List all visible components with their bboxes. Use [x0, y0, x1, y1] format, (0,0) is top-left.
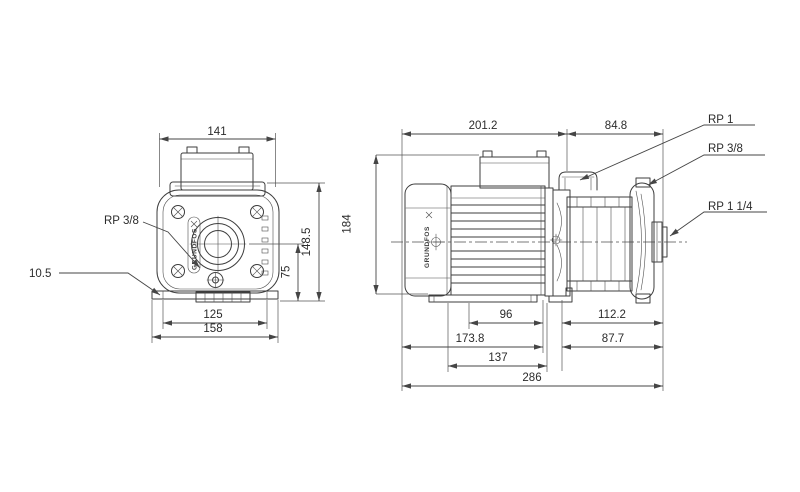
side-view: GRUNDFOS: [342, 114, 767, 391]
side-support-foot: [548, 287, 573, 303]
front-view: GRUNDFOS 141 148.5: [29, 126, 325, 343]
front-brand-text: GRUNDFOS: [192, 228, 199, 270]
dim-side-motor-end-to-foot: 173.8: [402, 333, 543, 350]
dim-front-overall-height: 148.5: [267, 182, 325, 302]
side-brand-text: GRUNDFOS: [424, 226, 431, 268]
dim-side-overall-length: 286: [402, 372, 663, 389]
callout-discharge-port: RP 1: [579, 114, 755, 181]
callout-label-rp38-side: RP 3/8: [708, 143, 743, 155]
dim-front-foot-thickness: 10.5: [29, 268, 161, 296]
callout-label-rp1: RP 1: [708, 114, 733, 126]
front-drain-boss: [206, 271, 225, 289]
dim-side-foot-length: 137: [448, 352, 547, 369]
callout-fill-port: RP 3/8: [647, 143, 765, 186]
front-vent-slots: [261, 215, 269, 276]
dim-label-137: 137: [488, 352, 507, 364]
dim-front-center-height: 75: [249, 243, 304, 301]
dim-side-foot-front-span: 96: [469, 309, 543, 326]
dim-front-top-width: 141: [159, 126, 276, 187]
dim-side-port-to-foot-rear: 87.7: [562, 333, 663, 350]
callout-label-rp38-front: RP 3/8: [104, 215, 139, 227]
dim-label-286: 286: [522, 372, 541, 384]
dim-label-84-8: 84.8: [605, 120, 627, 132]
side-base-plate: [428, 294, 538, 303]
dim-side-motor-length: 201.2: [402, 120, 567, 137]
grundfos-logo-mark-side: [425, 211, 433, 219]
side-chamber-stack: [566, 196, 633, 292]
dim-label-141: 141: [207, 126, 226, 138]
side-fill-plug: [635, 177, 651, 188]
side-suction-port: [651, 221, 668, 263]
callout-front-drain-port: RP 3/8: [104, 215, 201, 269]
dim-label-10-5: 10.5: [29, 268, 51, 280]
front-pump-body: [156, 189, 280, 294]
dim-side-pump-length: 84.8: [567, 120, 663, 137]
dim-label-201-2: 201.2: [469, 120, 498, 132]
callout-suction-port: RP 1 1/4: [669, 201, 767, 237]
dim-side-extension-lines: [401, 129, 664, 391]
front-terminal-box: [180, 146, 254, 191]
callout-label-rp114: RP 1 1/4: [708, 201, 753, 213]
side-grundfos-logo: GRUNDFOS: [424, 211, 433, 268]
dim-label-112-2: 112.2: [598, 309, 626, 321]
side-terminal-box: [479, 150, 550, 189]
dim-label-158: 158: [203, 323, 222, 335]
front-grundfos-logo: GRUNDFOS: [187, 216, 201, 274]
dim-side-port-to-foot-front: 112.2: [562, 309, 663, 326]
dim-label-75: 75: [281, 266, 293, 279]
dim-front-foot-hole-span: 125: [162, 300, 268, 329]
dim-front-base-width: 158: [151, 300, 279, 343]
dim-label-87-7: 87.7: [602, 333, 624, 345]
front-corner-bolts: [171, 205, 264, 278]
side-motor-fins: [450, 185, 546, 296]
grundfos-logo-mark: [190, 220, 198, 228]
side-end-flange: [629, 177, 655, 304]
front-top-cap: [169, 181, 266, 197]
dim-label-173-8: 173.8: [456, 333, 485, 345]
front-feet: [151, 290, 279, 303]
dim-label-125: 125: [203, 309, 222, 321]
dim-label-148-5: 148.5: [301, 228, 313, 257]
dim-side-overall-height: 184: [342, 154, 479, 295]
front-suction-boss: [189, 215, 247, 273]
dim-label-184: 184: [342, 214, 354, 234]
dim-label-96: 96: [500, 309, 513, 321]
